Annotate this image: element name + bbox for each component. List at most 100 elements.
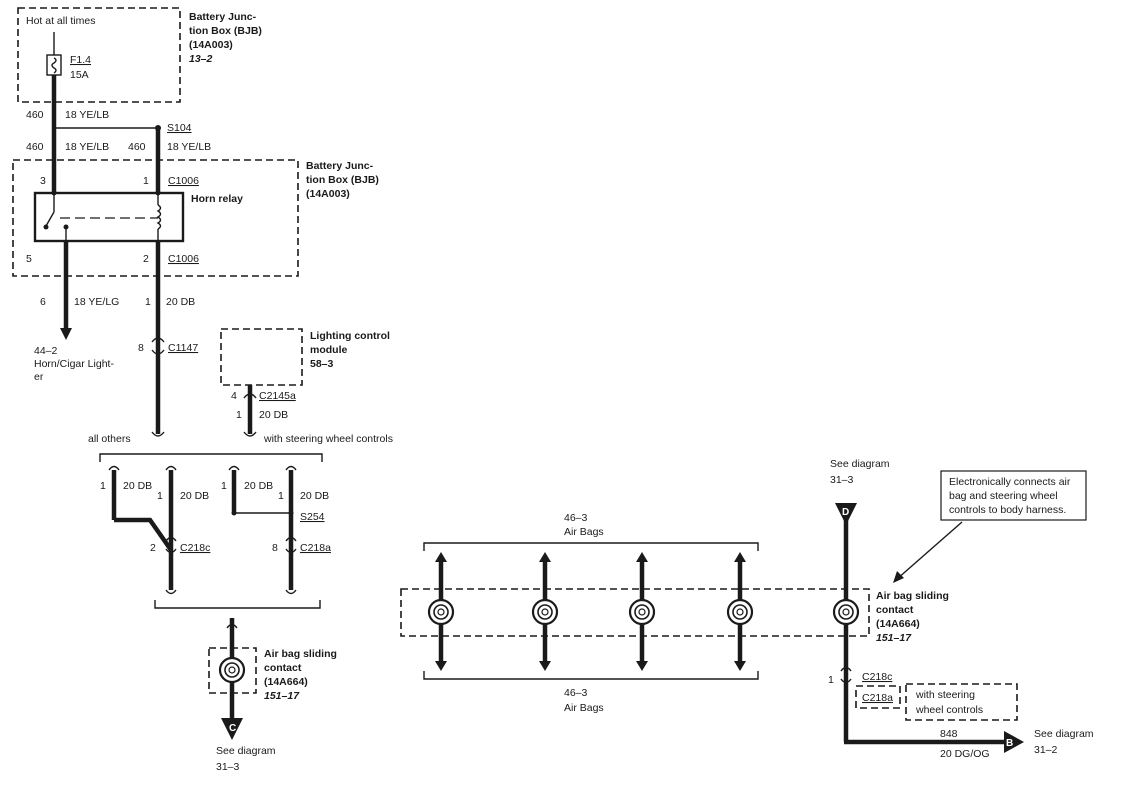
pin-1: 1 [143,175,149,187]
horn-circuit: 6 [40,296,46,308]
pin-5: 5 [26,253,32,265]
sliding-right-conn-c: C218c [862,671,892,683]
bjb-top-title-2: tion Box (BJB) [189,25,262,37]
sliding-left-see: See diagram [216,745,276,757]
airbags-bot-ref: 46–3 [564,687,588,699]
sliding-left-title-2: contact [264,662,302,674]
note-leader [896,521,963,580]
variant-with-swc: with steering wheel controls [263,433,393,445]
sliding-right-box [400,588,870,637]
ll-w3-circuit: 1 [221,480,227,492]
splice-s254: S254 [300,511,325,523]
sliding-left-see-ref: 31–3 [216,761,240,773]
ll-w3-gauge: 20 DB [244,480,273,492]
db-circuit: 1 [145,296,151,308]
fuse-id: F1.4 [70,54,91,66]
airbags-top-label: Air Bags [564,526,604,538]
clockspring-right-icon [832,598,860,626]
horn-relay-box [33,191,185,243]
sliding-right-title-3: (14A664) [876,618,920,630]
see-out: See diagram [1034,728,1094,740]
airbag-column-1 [427,552,455,671]
lcm-conn: C2145a [259,390,296,402]
conn-c1006-top: C1006 [168,175,199,187]
gauge-b: 18 YE/LB [65,141,109,153]
db-conn: C1147 [168,342,198,354]
db-gauge: 20 DB [166,296,195,308]
lcm-box [220,328,303,386]
airbag-column-2 [531,552,559,671]
sliding-right-ref: 151–17 [876,632,912,644]
bjb-top-ref: 13–2 [189,53,213,65]
note-arrow-icon [893,571,904,583]
ll-pin-c: 2 [150,542,156,554]
clockspring-icon [218,656,246,684]
airbags-top-ref: 46–3 [564,512,588,524]
bjb-mid-title-2: tion Box (BJB) [306,174,379,186]
swc-line-1: with steering [915,689,975,701]
wire-848-gauge: 20 DG/OG [940,748,990,760]
swc-box [905,683,1018,721]
bjb-mid-box [12,159,299,277]
bracket-airbags-bottom [423,671,759,680]
connector-c-icon [221,718,243,740]
sliding-left-title-1: Air bag sliding [264,648,337,660]
ll-w4-circuit: 1 [278,490,284,502]
bracket-top-left [99,453,323,462]
note-line-3: controls to body harness. [949,504,1066,516]
relay-coil-icon [156,204,162,230]
sliding-right-see: See diagram [830,458,890,470]
sliding-right-see-ref: 31–3 [830,474,854,486]
airbag-column-4 [726,552,754,671]
airbag-column-3 [628,552,656,671]
ll-w1-gauge: 20 DB [123,480,152,492]
circuit-460-b: 460 [26,141,44,153]
ll-w1-circuit: 1 [100,480,106,492]
sliding-right-title-1: Air bag sliding [876,590,949,602]
hot-label: Hot at all times [26,15,95,27]
connector-b-letter: B [1006,738,1013,749]
bjb-top-title-1: Battery Junc- [189,11,257,23]
splice-s104: S104 [167,122,192,134]
lcm-pin: 4 [231,390,237,402]
connector-d-icon [835,503,857,525]
horn-gauge: 18 YE/LG [74,296,119,308]
horn-ref: 44–2 [34,345,58,357]
conn-c1006-bot: C1006 [168,253,199,265]
lcm-title-1: Lighting control [310,330,390,342]
lcm-title-2: module [310,344,347,356]
wire-848-circuit: 848 [940,728,958,740]
ll-w2-gauge: 20 DB [180,490,209,502]
pin-3: 3 [40,175,46,187]
swc-line-2: wheel controls [915,704,983,716]
connector-d-letter: D [842,507,849,518]
conn-c218a-box [855,685,901,709]
connector-c-letter: C [229,723,236,734]
pin-2: 2 [143,253,149,265]
circuit-460-c: 460 [128,141,146,153]
fuse-amps: 15A [70,69,89,81]
horn-relay-label: Horn relay [191,193,243,205]
ll-conn-c: C218c [180,542,210,554]
bjb-mid-title-1: Battery Junc- [306,160,374,172]
lcm-ref: 58–3 [310,358,334,370]
lcm-gauge: 20 DB [259,409,288,421]
circuit-460-a: 460 [26,109,44,121]
note-line-1: Electronically connects air [949,476,1071,488]
ll-pin-a: 8 [272,542,278,554]
db-pin: 8 [138,342,144,354]
sliding-left-title-3: (14A664) [264,676,308,688]
sliding-right-title-2: contact [876,604,914,616]
sliding-right-pin: 1 [828,674,834,686]
horn-dest-1: Horn/Cigar Light- [34,358,114,370]
arrow-down-icon [60,328,72,340]
note-line-2: bag and steering wheel [949,490,1058,502]
airbags-bot-label: Air Bags [564,702,604,714]
gauge-c: 18 YE/LB [167,141,211,153]
connector-b-icon [1004,731,1024,753]
lcm-circuit: 1 [236,409,242,421]
sliding-left-box [208,647,257,694]
ll-w2-circuit: 1 [157,490,163,502]
bjb-top-title-3: (14A003) [189,39,233,51]
